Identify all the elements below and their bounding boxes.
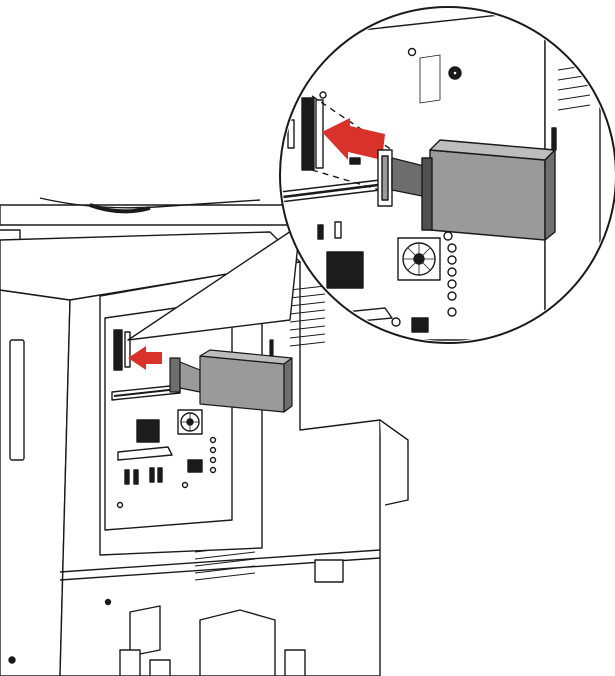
- fan-icon: [177, 409, 203, 435]
- zoom-chip: [326, 251, 364, 289]
- printer-right-protrusion: [379, 419, 409, 506]
- side-vents: [289, 285, 326, 347]
- small-vent: [314, 559, 344, 583]
- callout-wedge: [127, 224, 301, 341]
- left-panel-slot: [9, 339, 25, 461]
- hard-disk-icon: [169, 339, 293, 413]
- red-arrow-icon: [128, 346, 162, 370]
- lower-door: [199, 609, 276, 676]
- hard-disk-icon: [421, 127, 557, 241]
- board-chip: [136, 419, 160, 443]
- zoom-callout: [127, 6, 615, 344]
- red-arrow-icon: [322, 118, 385, 160]
- output-tray: [39, 197, 261, 209]
- fan-icon: [397, 237, 441, 281]
